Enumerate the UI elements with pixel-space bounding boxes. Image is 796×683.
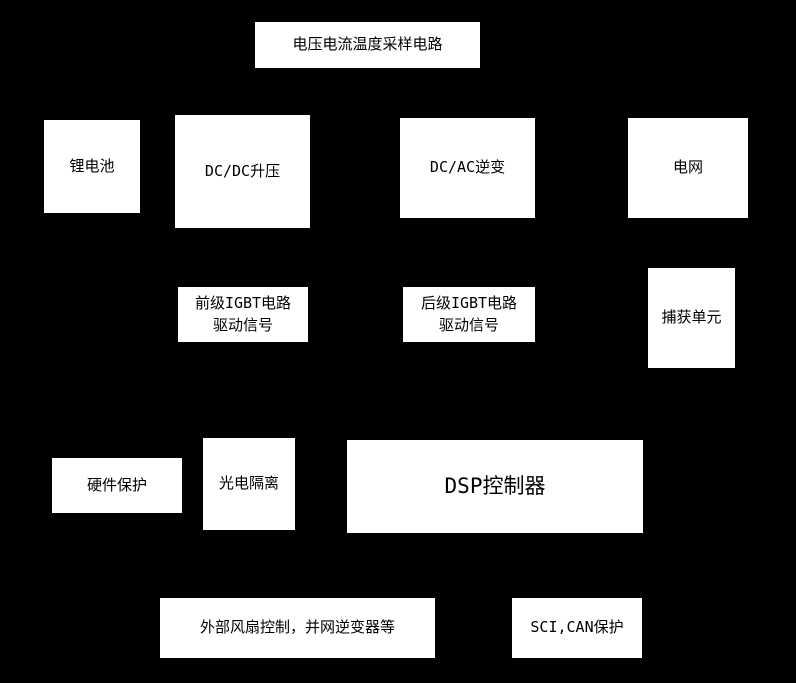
node-dcdc-boost-label: DC/DC升压 (204, 161, 281, 180)
node-rear-igbt-drive-line1: 后级IGBT电路 (420, 293, 518, 312)
node-opto-isolation: 光电隔离 (203, 438, 295, 530)
node-fan-control: 外部风扇控制，并网逆变器等 (160, 598, 435, 658)
node-fan-control-label: 外部风扇控制，并网逆变器等 (199, 618, 395, 637)
node-dsp-controller: DSP控制器 (347, 440, 643, 533)
node-capture-unit: 捕获单元 (648, 268, 735, 368)
node-capture-unit-label: 捕获单元 (661, 308, 722, 327)
node-grid: 电网 (628, 118, 748, 218)
node-dcac-inverter: DC/AC逆变 (400, 118, 535, 218)
node-sampling-circuit: 电压电流温度采样电路 (255, 22, 480, 68)
node-hardware-protection: 硬件保护 (52, 458, 182, 513)
node-sci-can-protection: SCI,CAN保护 (512, 598, 642, 658)
node-front-igbt-drive-line2: 驱动信号 (212, 315, 273, 334)
node-lithium-battery-label: 锂电池 (69, 156, 115, 175)
node-rear-igbt-drive-line2: 驱动信号 (438, 315, 499, 334)
node-front-igbt-drive-line1: 前级IGBT电路 (194, 293, 292, 312)
node-lithium-battery: 锂电池 (44, 120, 140, 213)
node-sampling-circuit-label: 电压电流温度采样电路 (292, 35, 443, 54)
node-dcdc-boost: DC/DC升压 (175, 115, 310, 228)
node-hardware-protection-label: 硬件保护 (86, 475, 147, 494)
node-opto-isolation-label: 光电隔离 (218, 474, 279, 493)
node-grid-label: 电网 (672, 158, 703, 177)
node-front-igbt-drive: 前级IGBT电路 驱动信号 (178, 287, 308, 342)
node-dsp-controller-label: DSP控制器 (444, 474, 546, 499)
node-dcac-inverter-label: DC/AC逆变 (429, 158, 506, 177)
node-rear-igbt-drive: 后级IGBT电路 驱动信号 (403, 287, 535, 342)
node-sci-can-protection-label: SCI,CAN保护 (530, 618, 624, 637)
